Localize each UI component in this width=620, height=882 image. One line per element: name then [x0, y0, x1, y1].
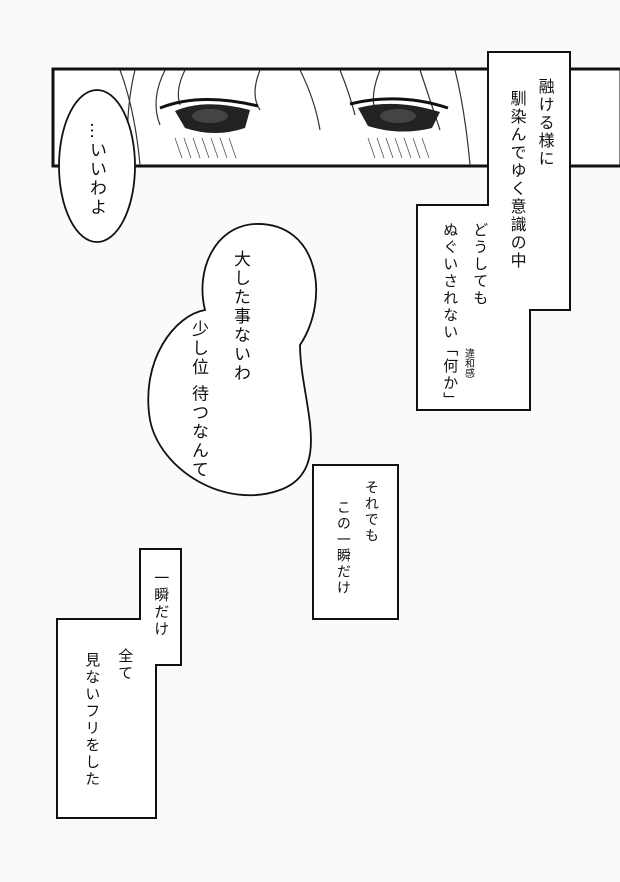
narration-line4: ぬぐいされない「何か」	[441, 222, 460, 409]
bubble-iiwayo-shape	[58, 89, 136, 243]
bubble-taishita-line1: 大した事ないわ	[229, 250, 250, 383]
bubble-iiwayo-text: …いいわよ	[85, 122, 106, 217]
narration-line1: 融ける様に	[535, 78, 555, 168]
narration-line3: どうしても	[471, 222, 490, 307]
left-blush	[174, 137, 237, 159]
isshun-box-shape	[56, 548, 182, 819]
isshun-line2: 全て	[116, 648, 135, 682]
bubble-taishita-line2: 少し位 待つなんて	[187, 320, 208, 480]
soredemo-line1: それでも	[362, 480, 379, 544]
furigana-iwakan: 違和感	[462, 348, 474, 378]
narration-line2: 馴染んでゆく意識の中	[507, 90, 527, 270]
hair-lines	[119, 69, 471, 166]
isshun-line3: 見ないフリをした	[83, 652, 102, 788]
soredemo-box-shape	[312, 464, 399, 620]
right-blush	[367, 137, 430, 159]
left-eye	[159, 97, 259, 159]
bubble-taishita-shape	[147, 223, 318, 496]
narration-box-shape	[416, 51, 571, 411]
right-eye	[349, 97, 449, 159]
soredemo-line2: この一瞬だけ	[334, 500, 351, 596]
isshun-line1: 一瞬だけ	[152, 570, 171, 638]
